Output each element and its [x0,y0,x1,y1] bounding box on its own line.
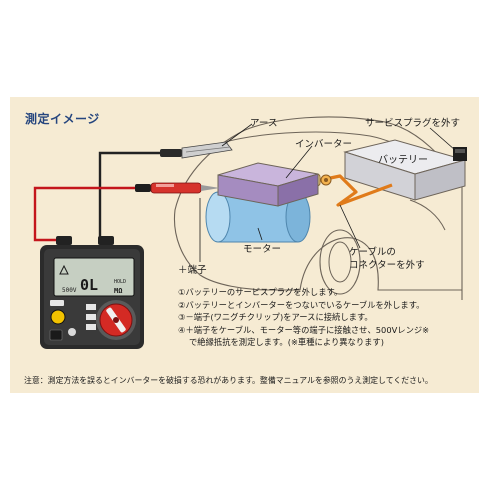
meter-unit: MΩ [114,287,122,295]
label-connector: ケーブルの コネクターを外す [349,246,425,272]
label-connector-line2: コネクターを外す [349,259,425,272]
step-2: ②バッテリーとインバーターをつないでいるケーブルを外します。 [178,299,429,312]
label-connector-line1: ケーブルの [349,246,425,259]
insulation-tester: 500V 0L HOLD MΩ [40,245,144,349]
meter-range-text: 500V [62,287,77,294]
red-lead-plug [56,236,72,245]
alligator-clip [160,142,232,158]
car-headlight [410,200,445,230]
label-service-plug: サービスプラグを外す [365,115,460,129]
black-lead-plug [98,236,114,245]
diagram-title: 測定イメージ [25,110,100,127]
leader-earth [222,124,252,146]
label-motor: モーター [243,241,281,255]
label-plus-terminal: ＋端子 [178,262,207,276]
caution-note: 注意：測定方法を誤るとインバーターを破損する恐れがあります。整備マニュアルを参照… [24,375,433,386]
black-test-lead [100,153,160,240]
meter-hold-text: HOLD [114,279,126,285]
label-inverter: インバーター [295,136,352,150]
step-1: ①バッテリーのサービスプラグを外します。 [178,286,429,299]
test-button[interactable] [51,310,65,324]
car-wheel-inner [329,242,351,282]
light-button[interactable] [68,328,76,336]
label-battery: バッテリー [378,151,428,166]
step-3: ③－端子(ワニグチクリップ)をアースに接続します。 [178,311,429,324]
meter-label-plate [50,300,64,306]
service-plug [453,147,467,161]
red-test-lead [35,188,135,240]
label-earth: アース [250,115,277,129]
test-probe [135,183,220,193]
leader-service-plug [430,128,455,150]
procedure-steps: ①バッテリーのサービスプラグを外します。 ②バッテリーとインバーターをつないでい… [178,286,429,349]
leader-connector [340,205,360,248]
step-4: ④＋端子をケーブル、モーター等の端子に接触させ、500Vレンジ※ [178,324,429,337]
battery [345,140,465,200]
meter-reading: 0L [80,276,98,294]
step-4-continued: で絶縁抵抗を測定します。(※車種により異なります) [178,336,429,349]
